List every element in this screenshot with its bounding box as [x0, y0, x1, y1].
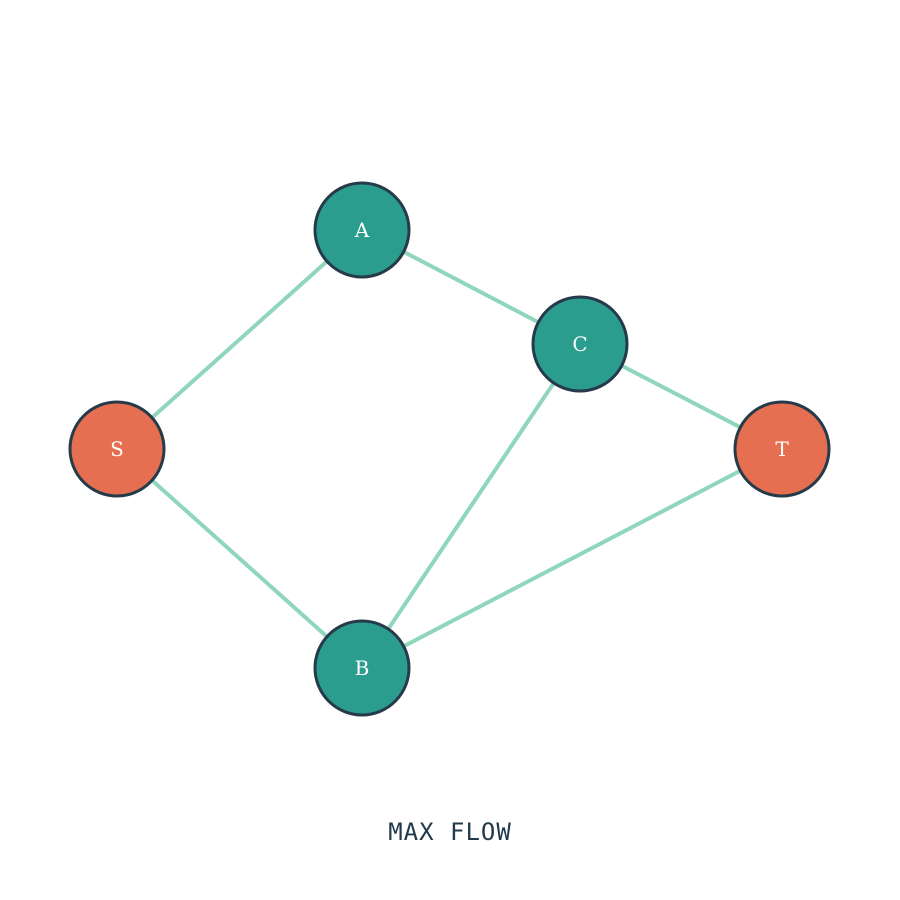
node-label: T — [775, 437, 789, 461]
node-a: A — [313, 181, 411, 279]
node-label: A — [354, 218, 370, 242]
edge-s-b — [115, 447, 364, 670]
edge-b-t — [360, 447, 784, 670]
node-t: T — [733, 400, 831, 498]
edge-s-a — [115, 228, 364, 451]
node-circle — [68, 400, 166, 498]
node-label: B — [355, 656, 370, 680]
node-b: B — [313, 619, 411, 717]
node-circle — [313, 181, 411, 279]
diagram-caption: MAX FLOW — [388, 818, 512, 846]
edge-c-b — [360, 342, 582, 670]
node-label: S — [110, 437, 124, 461]
node-circle — [531, 295, 629, 393]
node-circle — [733, 400, 831, 498]
nodes-layer: S A B C T — [68, 181, 831, 717]
node-circle — [313, 619, 411, 717]
node-s: S — [68, 400, 166, 498]
edges-layer — [115, 228, 784, 670]
node-label: C — [572, 332, 587, 356]
node-c: C — [531, 295, 629, 393]
